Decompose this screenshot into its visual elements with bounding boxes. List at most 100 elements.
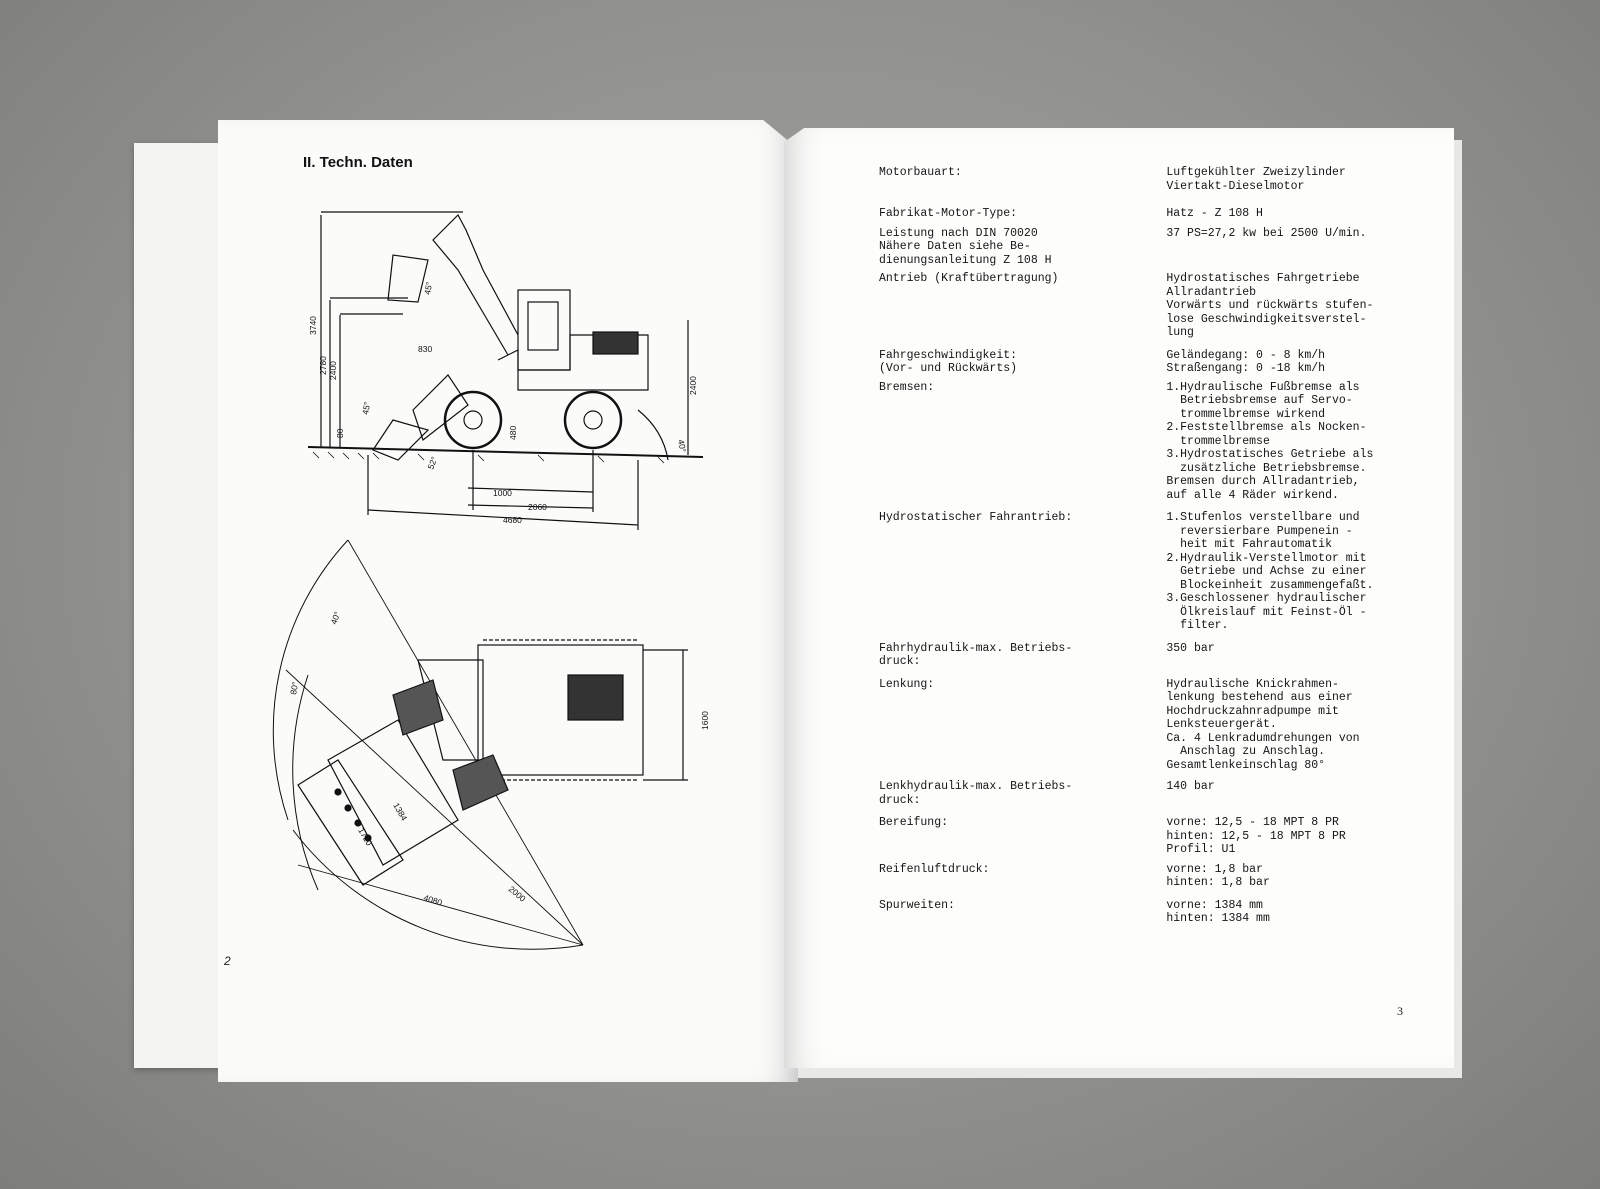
angle-45: 45° bbox=[360, 401, 372, 415]
spec-label: Fahrhydraulik-max. Betriebs-druck: bbox=[879, 642, 1166, 669]
spec-label-line: Spurweiten: bbox=[879, 898, 955, 912]
spec-value-line: Bremsen durch Allradantrieb, bbox=[1166, 475, 1360, 488]
spec-value-line: Hydraulische Knickrahmen- bbox=[1166, 677, 1339, 691]
spec-value-line: Anschlag zu Anschlag. bbox=[1166, 745, 1326, 758]
rear-wheel bbox=[563, 390, 623, 450]
spec-value-line: auf alle 4 Räder wirkend. bbox=[1166, 488, 1339, 502]
spec-value-line: Luftgekühlter Zweizylinder bbox=[1166, 166, 1346, 179]
spec-label-line: Bereifung: bbox=[879, 816, 949, 829]
dim-830: 830 bbox=[418, 344, 432, 354]
dim-2400: 2400 bbox=[328, 361, 338, 380]
dim-4680: 4680 bbox=[503, 515, 522, 525]
spec-value-line: 350 bar bbox=[1166, 641, 1215, 655]
dim-4080: 4080 bbox=[422, 892, 443, 907]
spec-label-line: Motorbauart: bbox=[879, 166, 962, 179]
dim-2400-right: 2400 bbox=[688, 376, 698, 395]
spec-value: 140 bar bbox=[1166, 780, 1419, 807]
dim-480: 480 bbox=[508, 426, 518, 440]
spec-value-line: trommelbremse wirkend bbox=[1166, 407, 1326, 421]
front-frame-top bbox=[327, 719, 459, 866]
spec-value-line: Blockeinheit zusammengefaßt. bbox=[1166, 578, 1374, 592]
spec-label: Lenkung: bbox=[879, 678, 1166, 773]
raised-bucket bbox=[387, 254, 429, 303]
spec-row: Fabrikat-Motor-Type:Hatz - Z 108 H bbox=[879, 207, 1419, 221]
spec-label: Bremsen: bbox=[879, 381, 1166, 503]
spec-label-line: Nähere Daten siehe Be- bbox=[879, 240, 1031, 253]
page-number: 2 bbox=[224, 954, 231, 968]
spec-value-line: 37 PS=27,2 kw bei 2500 U/min. bbox=[1166, 226, 1367, 240]
spec-label-line: (Vor- und Rückwärts) bbox=[879, 362, 1018, 375]
page-title: II. Techn. Daten bbox=[303, 154, 413, 171]
dim-80: 80 bbox=[335, 428, 345, 438]
spec-value-line: Viertakt-Dieselmotor bbox=[1166, 179, 1305, 193]
spec-value-line: Hatz - Z 108 H bbox=[1166, 207, 1263, 220]
spec-value-line: 3.Geschlossener hydraulischer bbox=[1166, 592, 1367, 605]
spec-row: Bremsen: 1.Hydraulische Fußbremse als Bet… bbox=[879, 381, 1419, 503]
spec-value-line: Profil: U1 bbox=[1166, 843, 1236, 856]
loader-side-view-drawing: 3740 2780 2400 2400 830 480 80 1000 2060… bbox=[272, 211, 710, 950]
spec-value-line: Lenksteuergerät. bbox=[1166, 718, 1277, 731]
bucket-top bbox=[297, 759, 404, 886]
spec-label-line: Antrieb (Kraftübertragung) bbox=[879, 272, 1059, 285]
spec-label-line: Fahrhydraulik-max. Betriebs- bbox=[879, 641, 1073, 655]
angle-40-top: 40° bbox=[328, 610, 342, 626]
spec-value-line: heit mit Fahrautomatik bbox=[1166, 538, 1332, 551]
spec-label-line: dienungsanleitung Z 108 H bbox=[879, 253, 1052, 267]
spec-value-line: Hydrostatisches Fahrgetriebe bbox=[1166, 272, 1360, 285]
spec-label-line: Lenkhydraulik-max. Betriebs- bbox=[879, 780, 1073, 793]
lowered-bucket bbox=[412, 374, 469, 441]
spec-label: Reifenluftdruck: bbox=[879, 863, 1166, 890]
angle-52: 52° bbox=[425, 455, 439, 471]
spec-label: Spurweiten: bbox=[879, 899, 1166, 926]
left-page: II. Techn. Daten bbox=[218, 120, 798, 1082]
spec-label: Fabrikat-Motor-Type: bbox=[879, 207, 1166, 221]
spec-value: 350 bar bbox=[1166, 642, 1419, 669]
departure-angle-arc bbox=[637, 409, 669, 461]
spec-value-line: lenkung bestehend aus einer bbox=[1166, 691, 1353, 704]
spec-value-line: lung bbox=[1166, 326, 1194, 339]
spec-label-line: Lenkung: bbox=[879, 677, 935, 691]
spec-value-line: Straßengang: 0 -18 km/h bbox=[1166, 362, 1326, 375]
spec-label: Fahrgeschwindigkeit:(Vor- und Rückwärts) bbox=[879, 349, 1166, 376]
spec-value: 1.Stufenlos verstellbare und reversierba… bbox=[1166, 511, 1419, 633]
spec-value-line: reversierbare Pumpenein - bbox=[1166, 524, 1353, 538]
spec-value-line: lose Geschwindigkeitsverstel- bbox=[1166, 312, 1367, 326]
spec-value-line: filter. bbox=[1166, 619, 1229, 632]
spec-row: Fahrhydraulik-max. Betriebs-druck:350 ba… bbox=[879, 642, 1419, 669]
spec-value-line: 2.Hydraulik-Verstellmotor mit bbox=[1166, 551, 1367, 565]
spec-label: Hydrostatischer Fahrantrieb: bbox=[879, 511, 1166, 633]
engine-top bbox=[567, 674, 624, 721]
spec-value-line: 1.Hydraulische Fußbremse als bbox=[1166, 380, 1360, 394]
spec-value-line: Ölkreislauf mit Feinst-Öl - bbox=[1166, 605, 1367, 619]
spec-value: Hydraulische Knickrahmen-lenkung bestehe… bbox=[1166, 678, 1419, 773]
dim-2060: 2060 bbox=[528, 502, 547, 512]
spec-row: Antrieb (Kraftübertragung) Hydrostatische… bbox=[879, 272, 1419, 340]
spec-label-line: Hydrostatischer Fahrantrieb: bbox=[879, 511, 1073, 524]
spec-value-line: Hochdruckzahnradpumpe mit bbox=[1166, 704, 1339, 718]
ground-line bbox=[307, 446, 704, 458]
page-number-right: 3 bbox=[1397, 1004, 1403, 1018]
angle-40: 40° bbox=[676, 439, 688, 453]
spec-value-line: 1.Stufenlos verstellbare und bbox=[1166, 511, 1360, 524]
spec-value-line: hinten: 12,5 - 18 MPT 8 PR bbox=[1166, 829, 1346, 843]
spec-label-line: Fahrgeschwindigkeit: bbox=[879, 348, 1018, 362]
dim-line-4680 bbox=[367, 509, 639, 526]
spec-value-line: vorne: 12,5 - 18 MPT 8 PR bbox=[1166, 816, 1339, 829]
dim-2780: 2780 bbox=[318, 356, 328, 375]
spec-value-line: Allradantrieb bbox=[1166, 285, 1257, 299]
spec-value-line: 140 bar bbox=[1166, 780, 1215, 793]
spec-label-line: Bremsen: bbox=[879, 380, 935, 394]
spec-value-line: Geländegang: 0 - 8 km/h bbox=[1166, 348, 1326, 362]
spec-value: 1.Hydraulische Fußbremse als Betriebsbre… bbox=[1166, 381, 1419, 503]
dim-1600: 1600 bbox=[700, 711, 710, 730]
spec-value-line: hinten: 1,8 bar bbox=[1166, 876, 1270, 889]
